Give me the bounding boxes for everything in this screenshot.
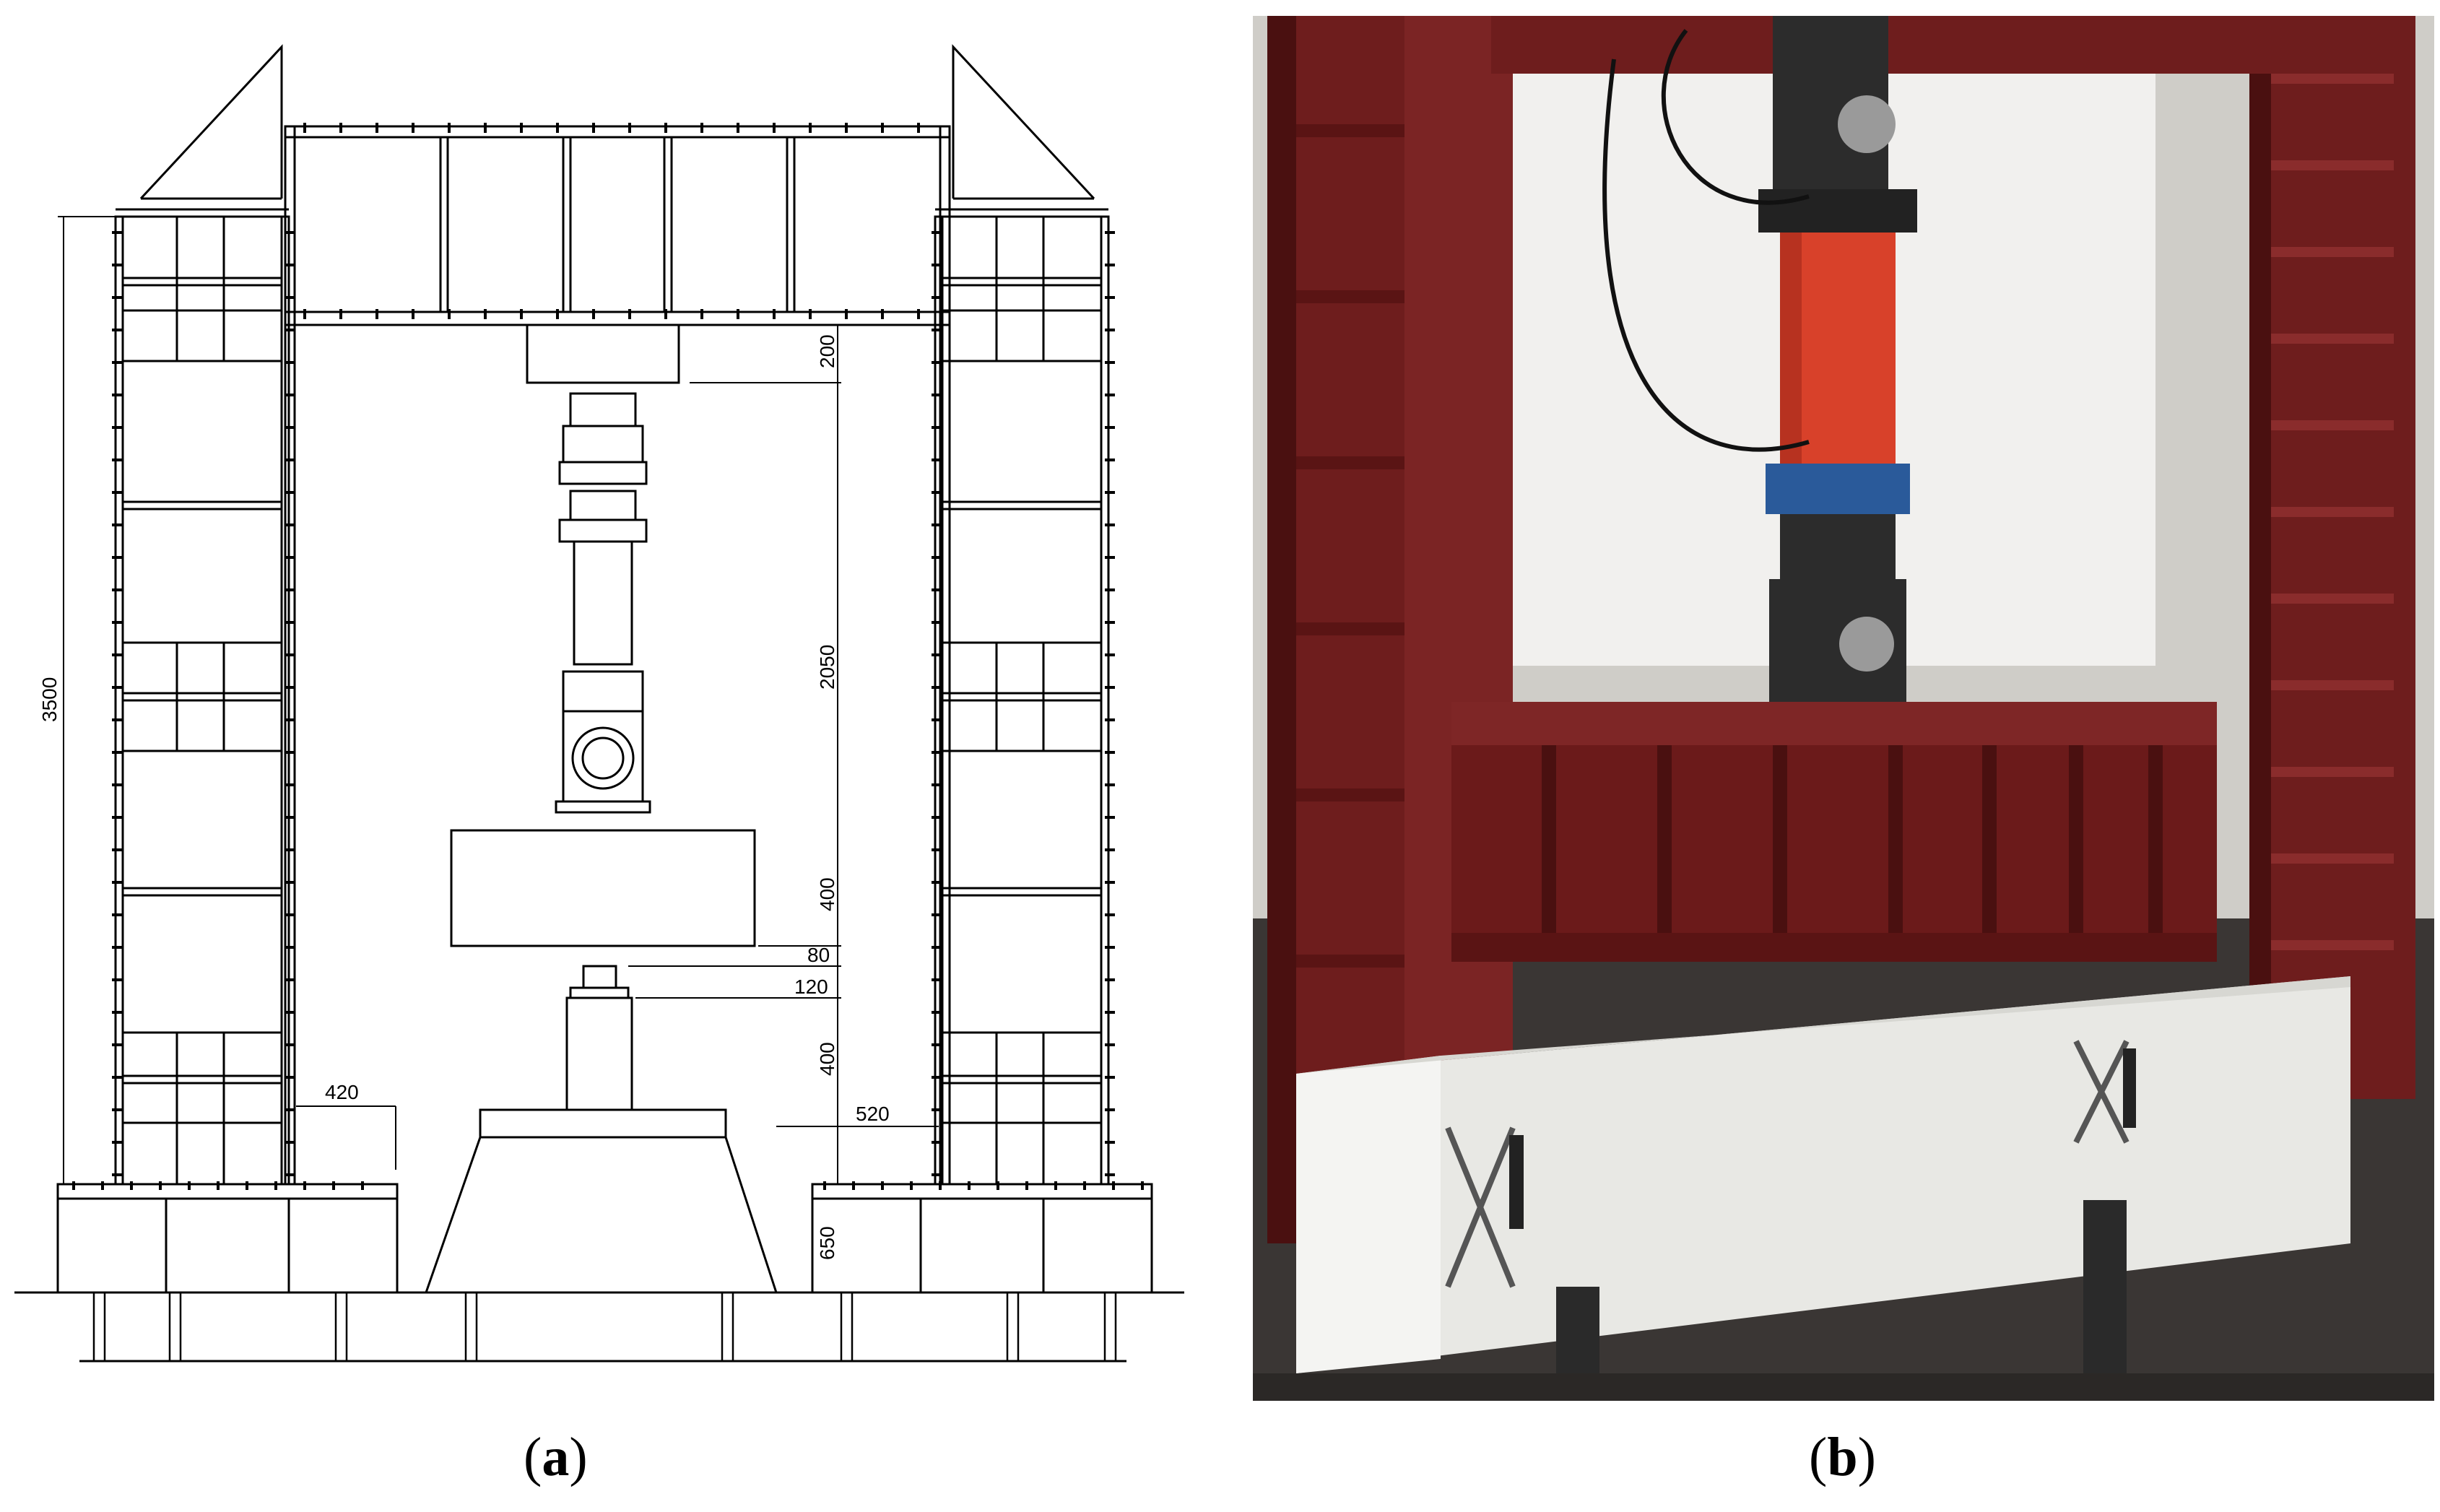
dim-beam-depth: 400 [816, 877, 838, 911]
caption-b: (b) [1809, 1427, 1876, 1487]
dim-right-offset: 520 [856, 1103, 890, 1125]
dim-actuator-height: 2050 [816, 645, 838, 690]
caption-a: (a) [524, 1427, 588, 1487]
dim-base-height: 650 [816, 1226, 838, 1260]
dim-clearance: 80 [807, 944, 830, 966]
dim-left-offset: 420 [325, 1081, 359, 1103]
dim-top-gap: 200 [816, 334, 838, 368]
test-setup-photo [1253, 16, 2434, 1401]
actuator-ring [1766, 464, 1910, 514]
dim-support-plate: 120 [794, 976, 828, 998]
frame-right-column [2249, 16, 2415, 1099]
dim-overall-height: 3500 [38, 677, 61, 722]
dim-support-height: 400 [816, 1042, 838, 1076]
test-setup-drawing: 3500 200 2050 400 80 120 400 650 420 520 [14, 44, 1184, 1363]
